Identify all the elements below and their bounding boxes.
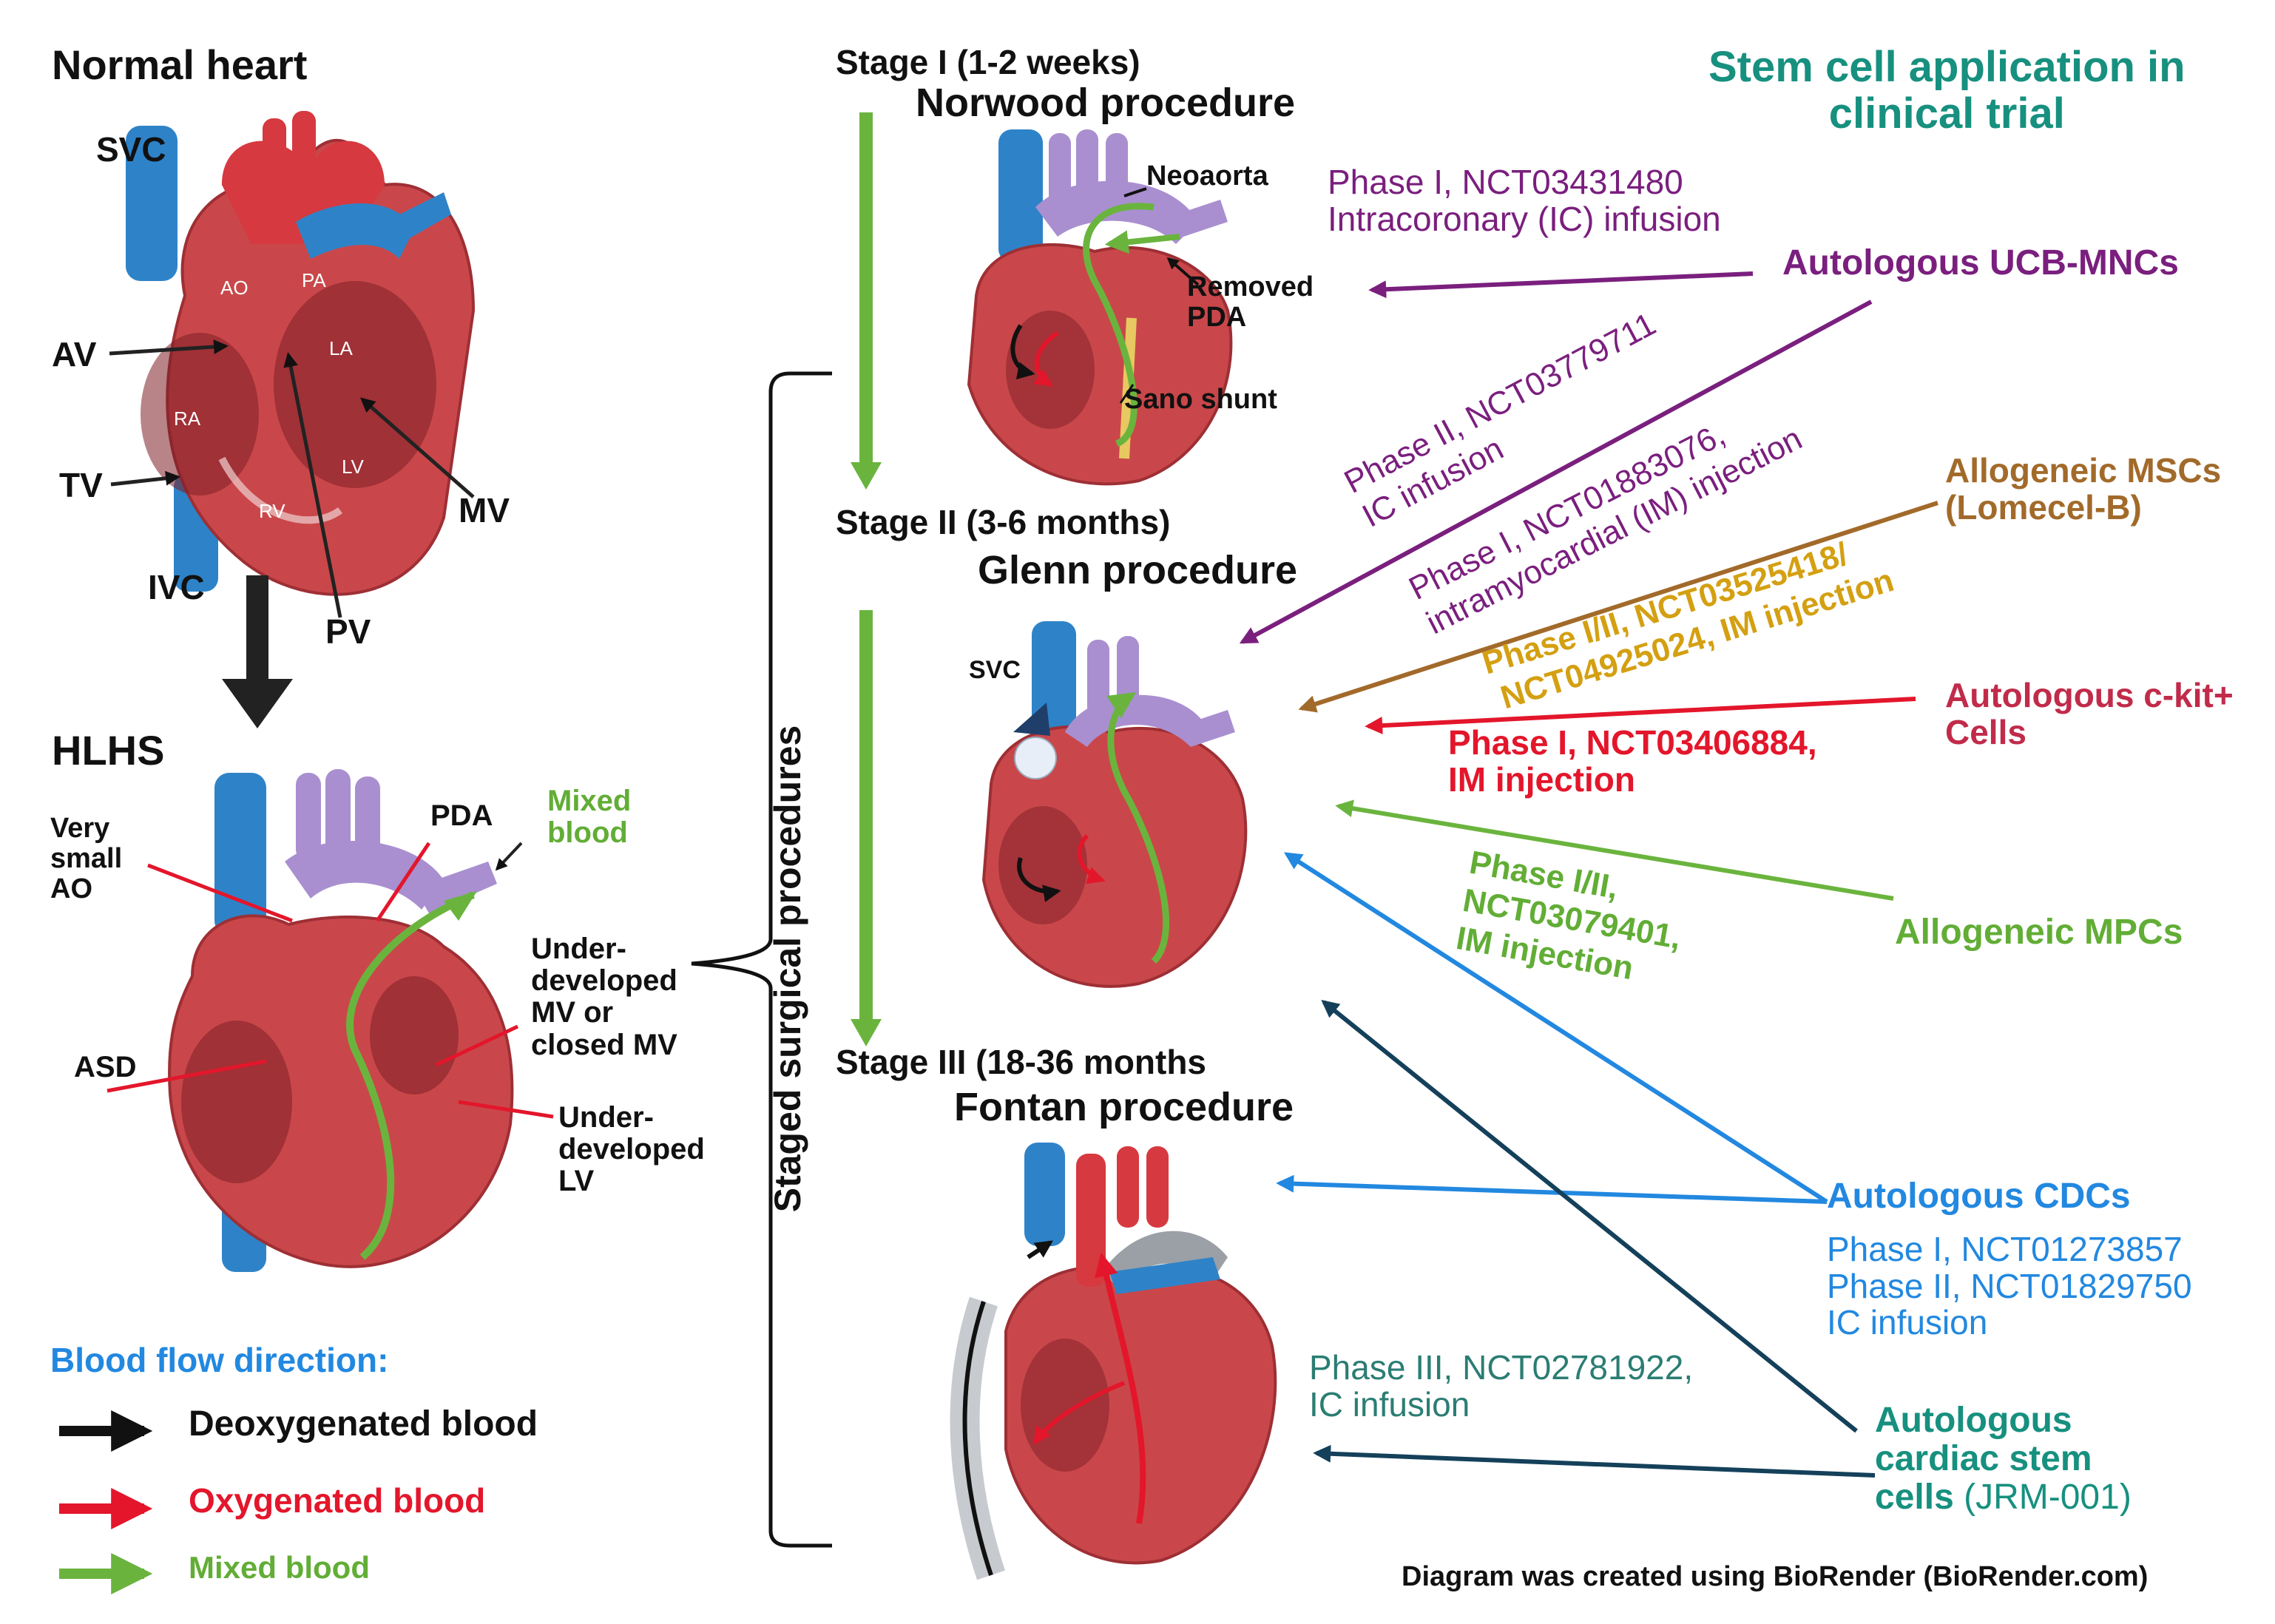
norwood-pointers bbox=[1123, 187, 1200, 286]
legend-title: Blood flow direction: bbox=[50, 1341, 389, 1379]
csc-trial: Phase III, NCT02781922,IC infusion bbox=[1309, 1348, 1694, 1424]
rv-label: RV bbox=[259, 500, 285, 522]
av-label: AV bbox=[52, 335, 97, 373]
fontan-heart-illustration bbox=[950, 1143, 1277, 1580]
mpc-cell-type: Allogeneic MPCs bbox=[1895, 913, 2183, 952]
down-arrow-icon bbox=[222, 575, 293, 728]
la-label: LA bbox=[329, 337, 353, 359]
norwood-heart-illustration bbox=[967, 129, 1233, 486]
neoaorta-label: Neoaorta bbox=[1146, 160, 1268, 192]
stage3-label: Stage III (18-36 months bbox=[836, 1043, 1207, 1081]
tv-label: TV bbox=[59, 466, 103, 504]
normal-heart-title: Normal heart bbox=[52, 41, 308, 88]
glenn-svc-label: SVC bbox=[969, 656, 1021, 684]
pda-label: PDA bbox=[430, 799, 493, 832]
svc-label: SVC bbox=[96, 130, 166, 169]
ao-label: AO bbox=[220, 277, 249, 299]
fontan-title: Fontan procedure bbox=[954, 1085, 1294, 1129]
stage2-label: Stage II (3-6 months) bbox=[836, 503, 1171, 541]
normal-heart-inner-labels: AO PA LA RA LV RV bbox=[174, 269, 365, 522]
hlhs-title: HLHS bbox=[52, 727, 165, 774]
msc-cell-type: Allogeneic MSCs(Lomecel-B) bbox=[1945, 451, 2222, 527]
staged-brace bbox=[691, 371, 832, 1548]
mv-label: MV bbox=[459, 491, 510, 530]
staged-surgical-label: Staged surgical procedures bbox=[767, 725, 808, 1213]
stage1-label: Stage I (1-2 weeks) bbox=[836, 43, 1140, 81]
ucb-mnc-cell-type: Autologous UCB-MNCs bbox=[1782, 243, 2179, 282]
pa-label: PA bbox=[302, 269, 326, 291]
legend-arrows bbox=[59, 1410, 153, 1594]
glenn-title: Glenn procedure bbox=[978, 548, 1298, 592]
legend-oxygenated: Oxygenated blood bbox=[189, 1481, 486, 1520]
cdc-cell-type: Autologous CDCs bbox=[1827, 1177, 2131, 1216]
legend-mixed: Mixed blood bbox=[189, 1550, 370, 1585]
hlhs-heart-illustration bbox=[168, 769, 514, 1272]
footer-credit: Diagram was created using BioRender (Bio… bbox=[1402, 1561, 2149, 1592]
norwood-title: Norwood procedure bbox=[916, 81, 1296, 125]
lv-label: LV bbox=[342, 456, 365, 478]
legend-deoxygenated: Deoxygenated blood bbox=[189, 1404, 538, 1444]
ivc-label: IVC bbox=[148, 568, 205, 606]
mpc-trial-rotated: Phase I/II, NCT03079401, IM injection bbox=[1453, 845, 1683, 987]
pv-label: PV bbox=[325, 612, 371, 651]
sano-shunt-label: Sano shunt bbox=[1124, 384, 1277, 415]
ckit-trial: Phase I, NCT03406884,IM injection bbox=[1448, 723, 1817, 799]
ra-label: RA bbox=[174, 407, 201, 430]
asd-label: ASD bbox=[74, 1051, 137, 1083]
stage-arrows bbox=[851, 112, 882, 1046]
glenn-heart-illustration bbox=[981, 621, 1248, 988]
normal-heart-illustration bbox=[126, 111, 476, 596]
normal-heart-pointers bbox=[109, 339, 475, 618]
trial-arrows bbox=[1239, 271, 1938, 1478]
jrm-001-label: (JRM-001) bbox=[1964, 1477, 2132, 1517]
ckit-cell-type: Autologous c-kit+Cells bbox=[1945, 676, 2234, 751]
hlhs-pointers bbox=[107, 842, 554, 1119]
